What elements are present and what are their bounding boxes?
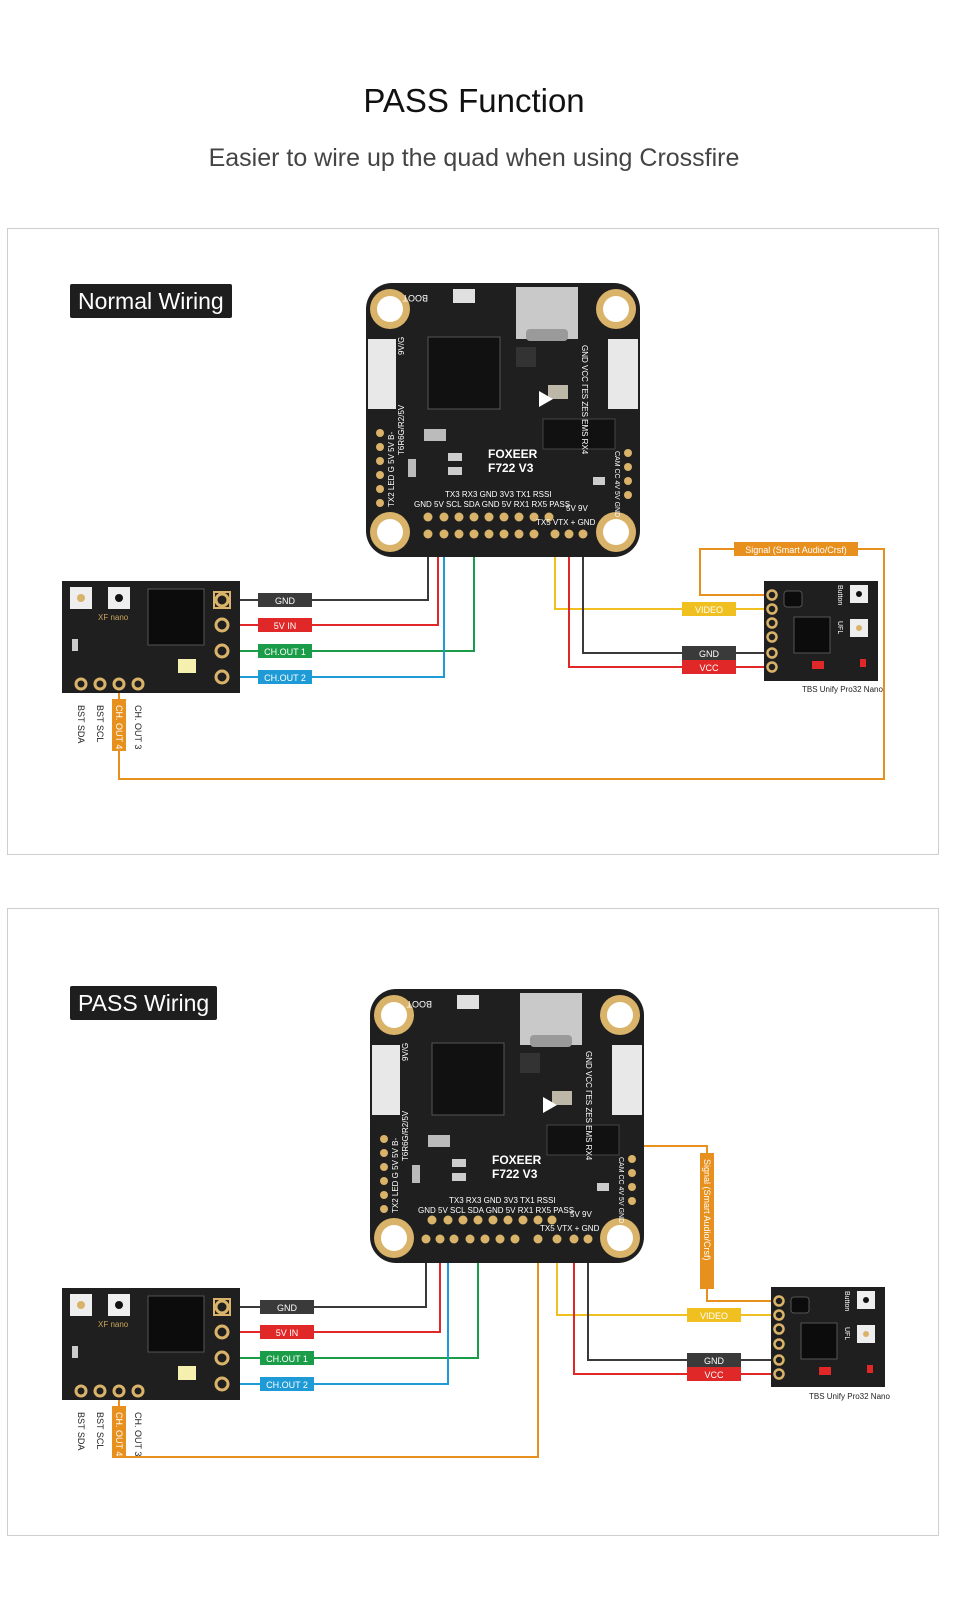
rx-pin-bst-sda: BST SDA xyxy=(76,705,86,743)
fc-boot-label: BOOT xyxy=(406,999,432,1009)
vtx-ufl-label: UFL xyxy=(843,1327,850,1340)
vtx-board: Button UFL TBS Unify Pro32 Nano xyxy=(771,1287,890,1401)
page-subtitle: Easier to wire up the quad when using Cr… xyxy=(208,144,740,172)
receiver-name: XF nano xyxy=(98,1320,129,1329)
flight-controller: BOOT xyxy=(370,989,644,1263)
tag-video: VIDEO xyxy=(695,605,723,615)
pass-wiring-panel: BOOT xyxy=(7,908,939,1536)
tag-ch-out1: CH.OUT 1 xyxy=(264,647,306,657)
receiver-board: XF nano BST SDA BST SCL CH. OUT 4 CH. OU… xyxy=(62,1288,240,1458)
fc-row3-label: TX5 VTX + GND xyxy=(540,1224,600,1233)
fc-left-top-label: 9V/G xyxy=(401,1043,410,1061)
vtx-wire-tags: Signal (Smart Audio/Crsf) VIDEO GND VCC xyxy=(687,1153,741,1381)
fc-right-bottom-label: CAM CC 4V 5V GND xyxy=(617,1157,624,1223)
tag-5v-in: 5V IN xyxy=(274,621,297,631)
tag-vtx-vcc: VCC xyxy=(704,1370,724,1380)
rx-pin-bst-scl: BST SCL xyxy=(95,1412,105,1449)
tag-gnd: GND xyxy=(275,596,296,606)
vtx-name: TBS Unify Pro32 Nano xyxy=(802,685,883,694)
tag-vtx-gnd: GND xyxy=(699,649,720,659)
flight-controller: BOOT xyxy=(366,283,640,557)
fc-right-bottom-label: CAM CC 4V 5V GND xyxy=(613,451,620,517)
tag-video: VIDEO xyxy=(700,1311,728,1321)
fc-row3-label: TX5 VTX + GND xyxy=(536,518,596,527)
fc-left-pins-label: TX2 LED G 5V 5V B- xyxy=(387,432,396,507)
fc-boot-label: BOOT xyxy=(402,293,428,303)
fc-row2b-label: 5V 9V xyxy=(570,1210,592,1219)
tag-vtx-gnd: GND xyxy=(704,1356,725,1366)
fc-left-pins-label: TX2 LED G 5V 5V B- xyxy=(391,1138,400,1213)
fc-row1-label: TX3 RX3 GND 3V3 TX1 RSSI xyxy=(449,1196,556,1205)
tag-ch-out2: CH.OUT 2 xyxy=(266,1380,308,1390)
fc-right-pins-label: GND VCC ГЕS ZЕS ЕМS RX4 xyxy=(580,345,589,455)
fc-model: F722 V3 xyxy=(488,461,534,475)
fc-left-top-label: 9V/G xyxy=(397,337,406,355)
rx-pin-bst-sda: BST SDA xyxy=(76,1412,86,1450)
rx-pin-ch-out4: CH. OUT 4 xyxy=(114,705,124,749)
fc-model: F722 V3 xyxy=(492,1167,538,1181)
pass-wiring-diagram: BOOT xyxy=(62,989,890,1458)
tag-signal: Signal (Smart Audio/Crsf) xyxy=(702,1159,712,1261)
normal-wiring-panel: BOOT xyxy=(7,228,939,855)
pass-wiring-badge: PASS Wiring xyxy=(70,986,218,1020)
vtx-board: Button UFL TBS Unify Pro32 Nano xyxy=(764,581,883,694)
rx-pin-ch-out3: CH. OUT 3 xyxy=(133,1412,143,1456)
rx-pin-bst-scl: BST SCL xyxy=(95,705,105,742)
tag-ch-out2: CH.OUT 2 xyxy=(264,673,306,683)
receiver-board: XF nano BST SDA BST SCL CH. OUT 4 CH. OU… xyxy=(62,581,240,751)
page-title: PASS Function xyxy=(363,82,585,119)
rx-pin-ch-out3: CH. OUT 3 xyxy=(133,705,143,749)
wire-signal xyxy=(118,548,885,780)
vtx-name: TBS Unify Pro32 Nano xyxy=(809,1392,890,1401)
fc-row2-label: GND 5V SCL SDA GND 5V RX1 RX5 PASS xyxy=(414,500,570,509)
fc-row1-label: TX3 RX3 GND 3V3 TX1 RSSI xyxy=(445,490,552,499)
tag-gnd: GND xyxy=(277,1303,298,1313)
rx-wire-tags: GND 5V IN CH.OUT 1 CH.OUT 2 xyxy=(260,1300,314,1391)
vtx-button-label: Button xyxy=(836,585,843,605)
fc-right-pins-label: GND VCC ГЕS ZЕS ЕМS RX4 xyxy=(584,1051,593,1161)
normal-wiring-badge: Normal Wiring xyxy=(70,284,232,318)
tag-vtx-vcc: VCC xyxy=(699,663,719,673)
tag-signal: Signal (Smart Audio/Crsf) xyxy=(745,545,847,555)
fc-brand: FOXEER xyxy=(488,447,538,461)
fc-left-pins-top-label: T6R6G/R2/5V xyxy=(401,1110,410,1161)
rx-pin-ch-out4: CH. OUT 4 xyxy=(114,1412,124,1456)
fc-row2b-label: 5V 9V xyxy=(566,504,588,513)
fc-left-pins-top-label: T6R6G/R2/5V xyxy=(397,404,406,455)
normal-wiring-diagram: BOOT xyxy=(62,283,885,780)
fc-row2-label: GND 5V SCL SDA GND 5V RX1 RX5 PASS xyxy=(418,1206,574,1215)
tag-ch-out1: CH.OUT 1 xyxy=(266,1354,308,1364)
rx-wire-tags: GND 5V IN CH.OUT 1 CH.OUT 2 xyxy=(258,593,312,684)
vtx-ufl-label: UFL xyxy=(836,621,843,634)
vtx-wire-tags: Signal (Smart Audio/Crsf) VIDEO GND VCC xyxy=(682,542,858,674)
vtx-button-label: Button xyxy=(843,1291,850,1311)
fc-brand: FOXEER xyxy=(492,1153,542,1167)
tag-5v-in: 5V IN xyxy=(276,1328,299,1338)
receiver-name: XF nano xyxy=(98,613,129,622)
